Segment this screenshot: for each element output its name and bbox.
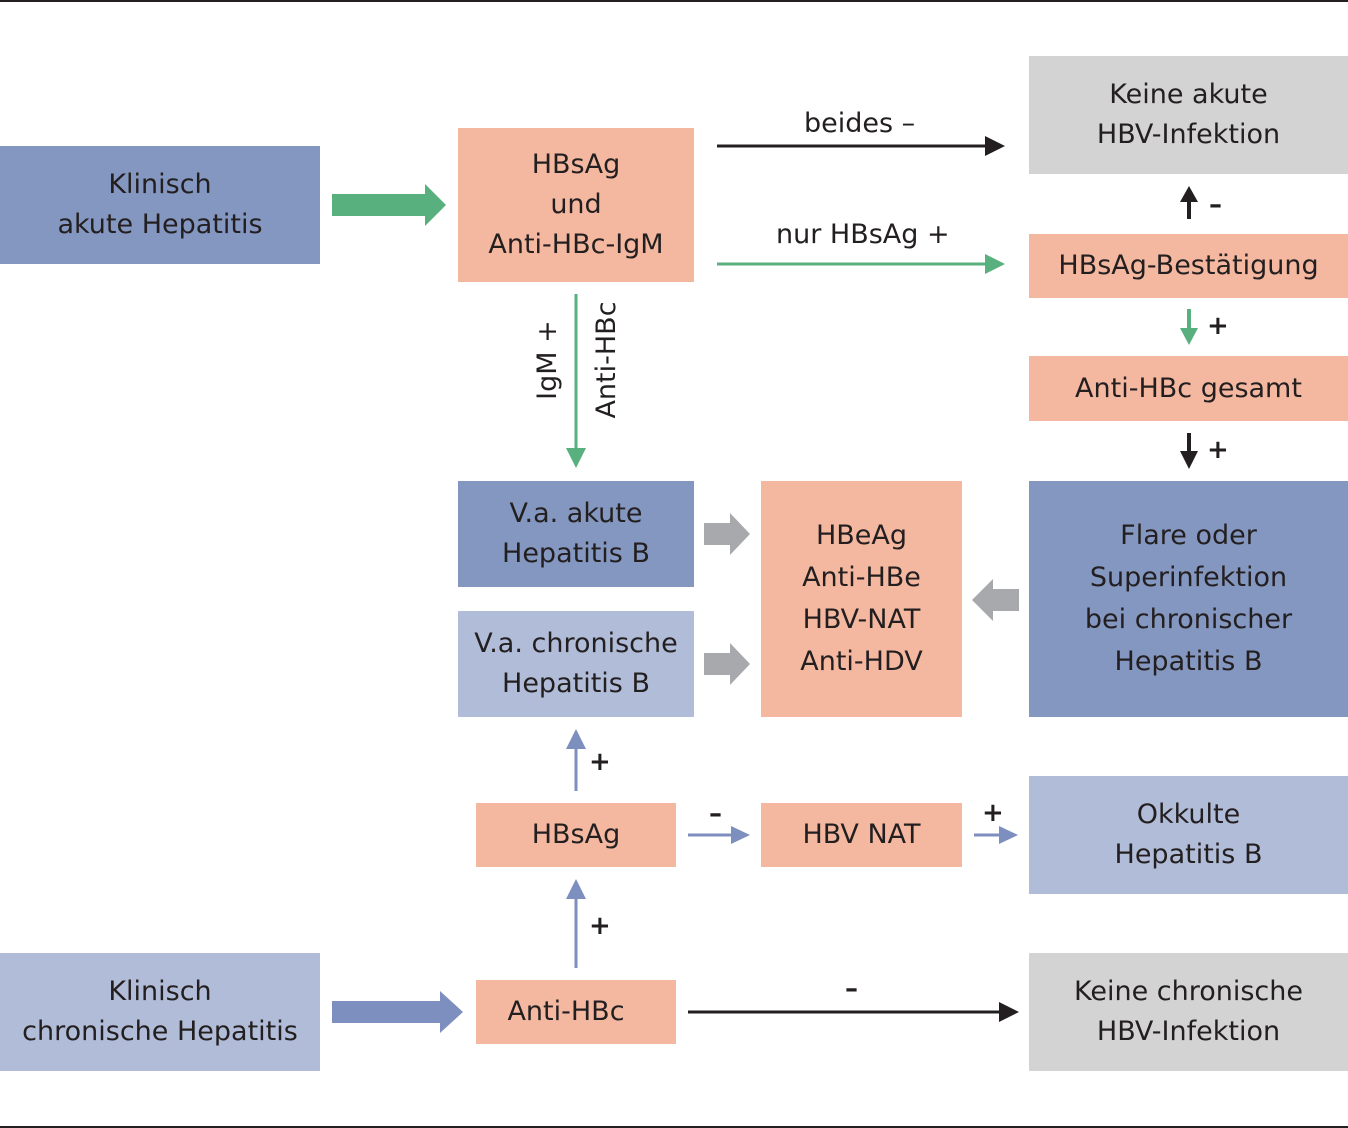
gray-arrow-acute	[704, 513, 750, 555]
arrow-antihbc-nochronic-head	[999, 1002, 1019, 1022]
top-rule	[0, 0, 1348, 2]
sign-minus-confirm-up: –	[1209, 190, 1222, 220]
box-no-chronic-infection: Keine chronische HBV-Infektion	[1029, 953, 1348, 1071]
box-markers: HBeAg Anti-HBe HBV-NAT Anti-HDV	[761, 481, 962, 717]
box-suspect-acute: V.a. akute Hepatitis B	[458, 481, 694, 587]
label-nur-hbsag: nur HBsAg +	[776, 219, 950, 250]
arrow-beides-head	[985, 136, 1005, 156]
arrow-nat-occult-head	[999, 826, 1018, 844]
box-suspect-chronic: V.a. chronische Hepatitis B	[458, 611, 694, 717]
box-hbsag: HBsAg	[476, 803, 676, 867]
arrow-hbsag-nat-head	[731, 826, 750, 844]
label-beides: beides –	[804, 108, 916, 139]
arrow-hbsag-up-head	[566, 729, 586, 749]
box-acute-clinical: Klinisch akute Hepatitis	[0, 146, 320, 264]
arrow-nur-hbsag-head	[985, 254, 1005, 274]
box-hbv-nat: HBV NAT	[761, 803, 962, 867]
box-hbsag-confirmation: HBsAg-Bestätigung	[1029, 234, 1348, 298]
box-chronic-clinical: Klinisch chronische Hepatitis	[0, 953, 320, 1071]
gray-arrow-flare	[972, 579, 1019, 621]
arrow-antihbc-up-head	[566, 879, 586, 899]
sign-plus-hbsag-up: +	[589, 747, 611, 777]
label-vertical-igm: IgM +	[532, 320, 563, 400]
sign-minus-hbsag-nat: –	[709, 799, 722, 829]
box-no-acute-infection: Keine akute HBV-Infektion	[1029, 56, 1348, 174]
arrow-total-down-head	[1180, 451, 1198, 469]
sign-plus-nat-occult: +	[982, 798, 1004, 828]
box-antihbc-total: Anti-HBc gesamt	[1029, 356, 1348, 421]
label-vertical-antihbc: Anti-HBc	[591, 301, 622, 419]
sign-minus-antihbc-nochronic: –	[845, 974, 858, 1004]
box-first-test: HBsAg und Anti-HBc-IgM	[458, 128, 694, 282]
bottom-rule	[0, 1126, 1348, 1128]
arrow-igm-head	[566, 448, 586, 468]
arrow-confirm-up-head	[1180, 186, 1198, 202]
sign-plus-confirm-down: +	[1207, 311, 1229, 341]
box-antihbc: Anti-HBc	[476, 980, 676, 1044]
arrow-confirm-down-head	[1180, 328, 1198, 345]
box-flare: Flare oder Superinfektion bei chronische…	[1029, 481, 1348, 717]
gray-arrow-chronic	[704, 643, 750, 685]
block-arrow-green	[332, 184, 446, 226]
box-occult: Okkulte Hepatitis B	[1029, 776, 1348, 894]
sign-plus-antihbc-up: +	[589, 911, 611, 941]
sign-plus-total-down: +	[1207, 435, 1229, 465]
block-arrow-blue	[332, 991, 463, 1033]
